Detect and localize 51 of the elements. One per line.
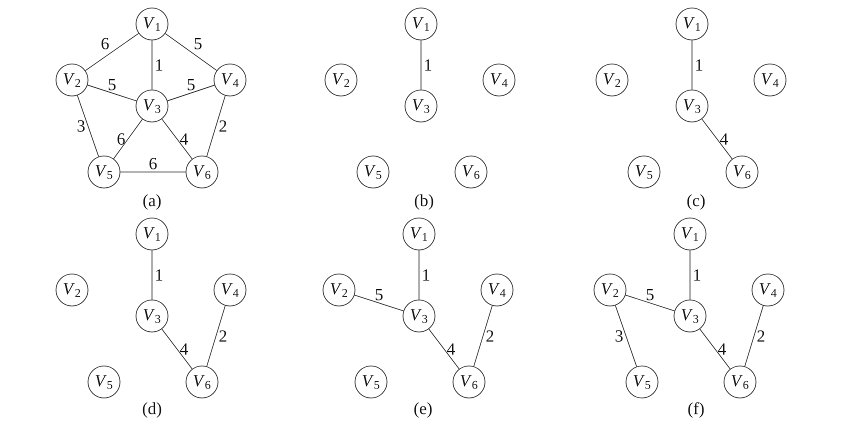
edge-line: [206, 95, 226, 157]
edge-line: [744, 305, 764, 367]
panel-caption: (a): [143, 194, 161, 210]
edge-line: [625, 294, 675, 312]
edge-line: [700, 328, 730, 370]
edge-line: [87, 84, 137, 102]
edge-label: 5: [108, 79, 116, 90]
edge-label: 4: [447, 343, 455, 355]
panel-caption: (f): [688, 402, 704, 418]
edge-line: [473, 305, 493, 367]
edge-label: 4: [720, 133, 728, 145]
edge-line: [85, 33, 139, 71]
edge-label: 2: [219, 120, 226, 132]
edge-label: 1: [423, 269, 430, 281]
edge-line: [354, 294, 404, 312]
panel-caption: (e): [414, 402, 432, 418]
edge-line: [164, 33, 218, 71]
panel-caption: (b): [414, 194, 434, 210]
edge-line: [167, 84, 215, 102]
edge-label: 1: [696, 59, 702, 71]
edge-line: [206, 305, 226, 367]
edge-label: 1: [694, 269, 700, 281]
edge-label: 5: [188, 79, 195, 90]
edge-line: [113, 118, 143, 160]
edge-line: [418, 250, 420, 300]
edge-label: 5: [376, 289, 383, 300]
edge-label: 1: [156, 269, 162, 281]
edge-label: 3: [78, 120, 85, 132]
edge-label: 4: [180, 343, 188, 355]
edge-line: [162, 328, 192, 370]
edge-label: 4: [718, 343, 726, 355]
edge-label: 6: [150, 158, 157, 170]
edge-line: [162, 118, 192, 160]
edge-line: [77, 95, 100, 157]
edge-line: [615, 305, 638, 367]
edge-label: 6: [102, 38, 109, 50]
edge-label: 3: [616, 330, 623, 342]
edge-line: [420, 40, 422, 90]
edge-label: 5: [646, 289, 654, 300]
edge-label: 2: [757, 330, 764, 342]
edge-label: 6: [118, 133, 125, 145]
edge-label: 2: [219, 330, 226, 342]
edge-line: [702, 118, 732, 160]
panel-caption: (d): [142, 402, 162, 418]
panel-caption: (c): [687, 194, 705, 210]
edge-line: [428, 328, 460, 370]
edge-label: 4: [180, 133, 188, 145]
edge-label: 1: [425, 59, 432, 71]
edge-label: 1: [156, 59, 162, 71]
edge-label: 2: [486, 330, 494, 342]
edge-label: 5: [194, 38, 202, 50]
